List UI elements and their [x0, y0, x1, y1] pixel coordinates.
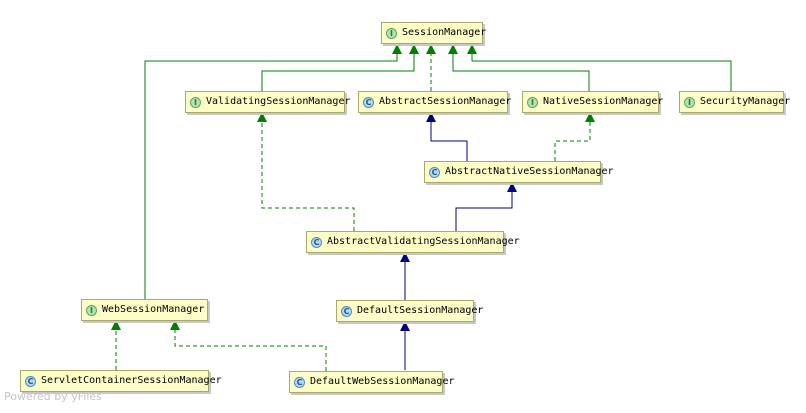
edge-native-to-session	[448, 44, 590, 91]
node-label: ServletContainerSessionManager	[41, 375, 222, 386]
watermark: Powered by yFiles	[4, 390, 102, 403]
node-web-session-manager[interactable]: I WebSessionManager	[81, 299, 208, 321]
node-label: WebSessionManager	[102, 304, 205, 315]
node-abstract-validating-session-manager[interactable]: C AbstractValidatingSessionManager	[306, 231, 520, 253]
class-icon: C	[341, 305, 352, 317]
edge-abstractvalidating-to-abstractnative	[455, 182, 517, 231]
class-icon: C	[363, 96, 374, 108]
node-label: AbstractSessionManager	[379, 96, 512, 107]
node-abstract-session-manager[interactable]: C AbstractSessionManager	[358, 91, 512, 113]
class-icon: C	[25, 375, 36, 387]
edge-abstractvalidating-to-validating	[257, 112, 355, 231]
node-servlet-container-session-manager[interactable]: C ServletContainerSessionManager	[20, 370, 222, 392]
class-icon: C	[429, 166, 440, 178]
node-default-web-session-manager[interactable]: C DefaultWebSessionManager	[289, 371, 455, 393]
interface-icon: I	[86, 304, 97, 316]
edge-security-to-session	[467, 44, 732, 91]
edge-abstractnative-to-abstract	[426, 112, 468, 161]
node-security-manager[interactable]: I SecurityManager	[679, 91, 790, 113]
node-label: NativeSessionManager	[543, 96, 664, 107]
edge-validating-to-session	[261, 44, 419, 91]
node-label: ValidatingSessionManager	[206, 96, 351, 107]
node-label: AbstractValidatingSessionManager	[327, 236, 520, 247]
interface-icon: I	[386, 27, 397, 39]
edge-defaultweb-to-web	[170, 320, 327, 371]
node-session-manager[interactable]: I SessionManager	[381, 22, 487, 44]
class-icon: C	[294, 376, 305, 388]
node-native-session-manager[interactable]: I NativeSessionManager	[522, 91, 663, 113]
interface-icon: I	[527, 96, 538, 108]
edge-web-to-session	[144, 44, 402, 299]
node-label: SecurityManager	[700, 96, 791, 107]
node-default-session-manager[interactable]: C DefaultSessionManager	[336, 300, 483, 322]
node-abstract-native-session-manager[interactable]: C AbstractNativeSessionManager	[424, 161, 614, 183]
edge-abstractnative-to-native	[554, 112, 595, 161]
node-validating-session-manager[interactable]: I ValidatingSessionManager	[185, 91, 351, 113]
node-label: SessionManager	[402, 27, 487, 38]
node-label: DefaultWebSessionManager	[310, 376, 455, 387]
node-label: DefaultSessionManager	[357, 305, 484, 316]
class-icon: C	[311, 236, 322, 248]
node-label: AbstractNativeSessionManager	[445, 166, 614, 177]
interface-icon: I	[190, 96, 201, 108]
interface-icon: I	[684, 96, 695, 108]
